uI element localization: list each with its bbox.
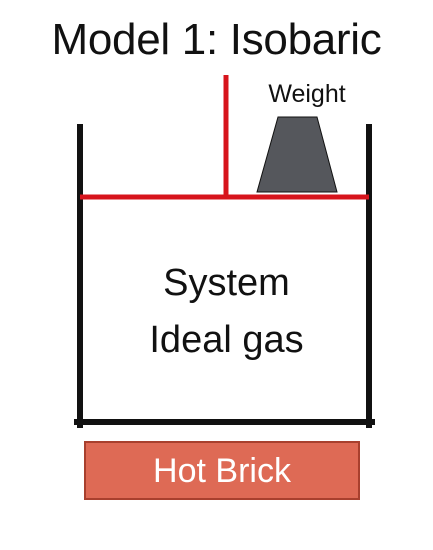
weight-label: Weight	[268, 80, 346, 108]
diagram-title: Model 1: Isobaric	[51, 15, 382, 64]
weight-block	[256, 116, 338, 193]
system-label: System	[163, 262, 290, 304]
hot-brick: Hot Brick	[84, 441, 360, 500]
system-gas-label: Ideal gas	[149, 319, 304, 361]
hot-brick-label: Hot Brick	[153, 451, 291, 490]
